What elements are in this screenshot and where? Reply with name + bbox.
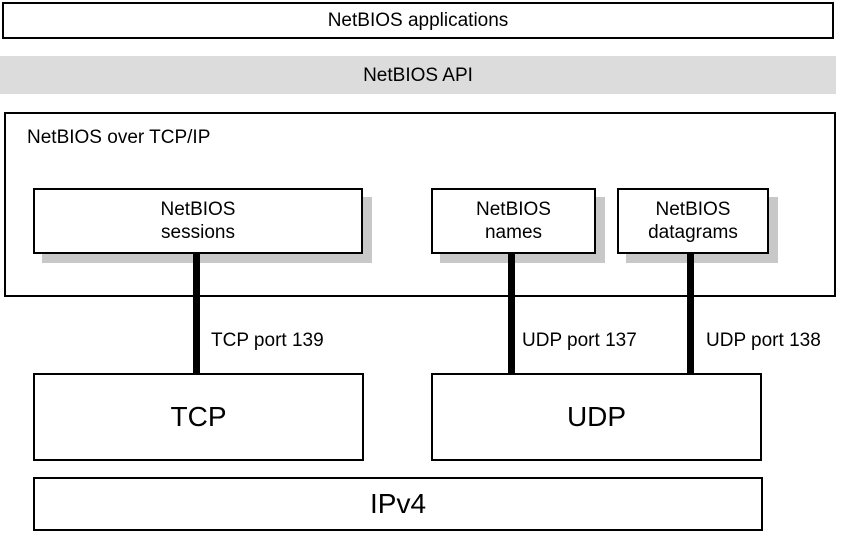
connector-line-datagrams-to-udp bbox=[687, 253, 694, 373]
tcp-label: TCP bbox=[170, 401, 227, 432]
tcp-box: TCP bbox=[33, 373, 364, 461]
netbios-sessions-box: NetBIOS sessions bbox=[33, 188, 363, 254]
netbios-names-box: NetBIOS names bbox=[431, 188, 596, 254]
netbios-api-bar: NetBIOS API bbox=[0, 56, 836, 94]
netbios-sessions-line2: sessions bbox=[161, 222, 235, 243]
udp-box: UDP bbox=[431, 373, 762, 461]
netbios-datagrams-line2: datagrams bbox=[648, 222, 738, 243]
netbios-over-tcpip-container bbox=[4, 112, 836, 297]
ipv4-label: IPv4 bbox=[369, 488, 427, 519]
netbios-over-tcpip-label: NetBIOS over TCP/IP bbox=[27, 127, 211, 148]
connector-line-names-to-udp bbox=[508, 253, 515, 373]
netbios-names-line1: NetBIOS bbox=[476, 199, 551, 220]
tcp-port-139-label: TCP port 139 bbox=[211, 330, 324, 351]
netbios-sessions-line1: NetBIOS bbox=[160, 199, 236, 220]
netbios-applications-box: NetBIOS applications bbox=[2, 2, 834, 39]
netbios-datagrams-line1: NetBIOS bbox=[655, 199, 731, 220]
netbios-api-label: NetBIOS API bbox=[363, 64, 473, 86]
udp-label: UDP bbox=[566, 401, 627, 432]
udp-port-137-label: UDP port 137 bbox=[522, 330, 637, 351]
netbios-applications-label: NetBIOS applications bbox=[327, 10, 509, 31]
netbios-datagrams-box: NetBIOS datagrams bbox=[617, 188, 769, 254]
connector-line-sessions-to-tcp bbox=[193, 253, 200, 373]
ipv4-box: IPv4 bbox=[33, 477, 763, 531]
netbios-names-line2: names bbox=[484, 222, 543, 243]
udp-port-138-label: UDP port 138 bbox=[706, 330, 821, 351]
